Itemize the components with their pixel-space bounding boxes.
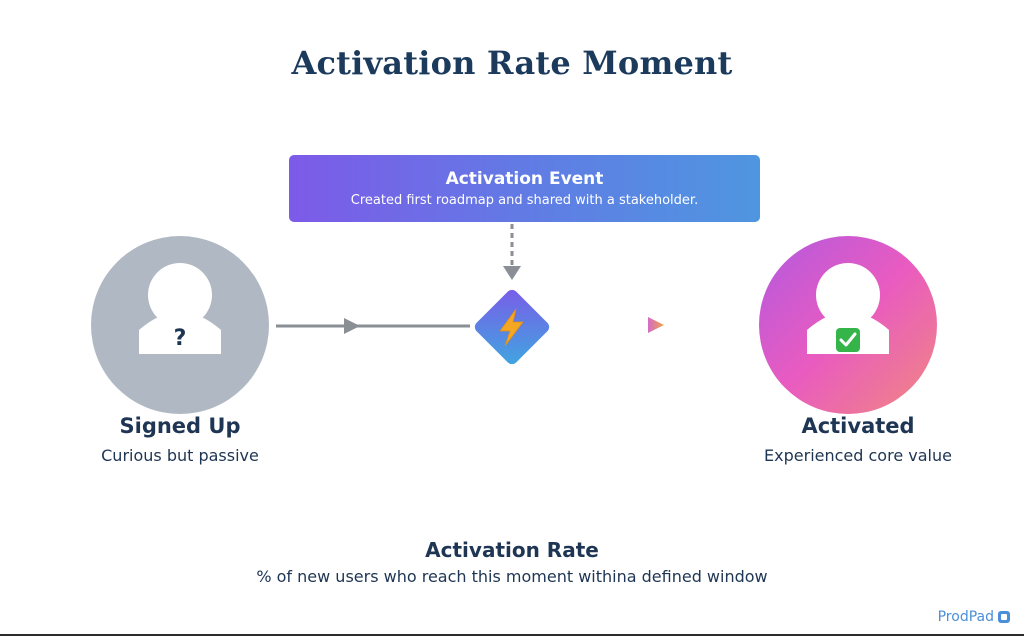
dashed-connector [503,224,521,280]
bottom-divider [0,634,1024,636]
signed-up-description: Curious but passive [101,446,259,465]
activated-description: Experienced core value [764,446,952,465]
brand-name: ProdPad [937,609,994,625]
activation-rate-description: % of new users who reach this moment wit… [256,567,768,586]
check-icon [836,328,860,352]
activation-rate-title: Activation Rate [425,538,599,562]
signed-up-label: Signed Up [119,414,241,438]
activated-avatar [759,236,937,414]
activation-event-subtitle: Created first roadmap and shared with a … [350,193,699,208]
diagram-title: Activation Rate Moment [291,44,733,82]
user-icon [139,263,221,354]
activation-event-box: Activation Event Created first roadmap a… [289,155,760,222]
lightning-icon [499,308,524,347]
gradient-arrow [556,317,756,333]
brand-mark-icon [998,611,1010,623]
user-icon [807,263,889,354]
activation-event-title: Activation Event [445,169,604,189]
activation-diamond [474,289,550,365]
activated-label: Activated [801,414,915,438]
gray-arrow [276,318,470,334]
question-mark: ? [173,326,187,351]
brand-logo: ProdPad [938,609,1010,625]
signed-up-avatar: ? [91,236,269,414]
